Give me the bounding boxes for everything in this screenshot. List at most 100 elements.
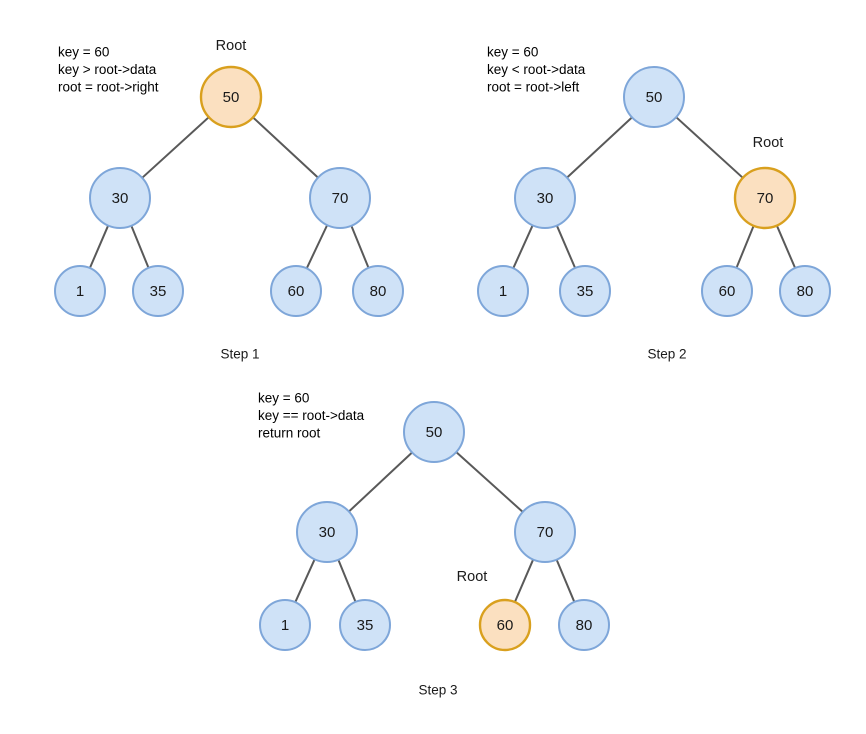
tree-edge-50-70 [455,451,524,513]
node-circle[interactable] [779,265,831,317]
tree-node-60[interactable]: 60 [701,265,753,317]
tree-edge-50-70 [675,116,744,179]
node-circle[interactable] [514,501,576,563]
node-circle[interactable] [309,167,371,229]
tree-node-35[interactable]: 35 [132,265,184,317]
pseudocode-line: key = 60 [258,391,309,406]
node-circle[interactable] [296,501,358,563]
pseudocode-block: key = 60 key == root->data return root [258,391,365,441]
node-value-label: 70 [537,524,554,541]
node-value-label: 30 [319,524,336,541]
node-circle-highlighted[interactable] [199,65,263,129]
tree-edge-30-35 [337,558,357,603]
node-group: 50 30 70 1 35 60 80 [259,401,610,652]
tree-node-50[interactable]: 50 [403,401,465,463]
pseudocode-line: return root [258,426,321,441]
tree-node-50[interactable]: 50 [199,65,263,129]
tree-edge-50-70 [252,116,319,179]
node-value-label: 35 [150,283,167,300]
node-group: 50 30 70 1 35 60 80 [54,65,404,317]
root-pointer-label: Root [457,569,488,585]
tree-node-35[interactable]: 35 [339,599,391,651]
node-value-label: 70 [757,190,774,207]
tree-edge-70-60 [513,558,535,604]
node-circle[interactable] [339,599,391,651]
tree-node-30[interactable]: 30 [296,501,358,563]
tree-edge-30-1 [88,224,110,270]
tree-edge-50-30 [566,116,633,179]
panel-step-2: 50 30 70 1 35 60 80 Root key = 60 key < root->dat… [477,45,831,362]
node-value-label: 30 [537,190,554,207]
node-group: 50 30 70 1 35 60 80 [477,66,831,317]
tree-edge-30-1 [512,224,534,270]
node-circle[interactable] [132,265,184,317]
pseudocode-line: key < root->data [487,62,586,77]
pseudocode-line: key > root->data [58,62,157,77]
node-circle[interactable] [558,599,610,651]
node-circle[interactable] [701,265,753,317]
node-circle[interactable] [477,265,529,317]
tree-node-1[interactable]: 1 [259,599,311,651]
tree-edge-30-35 [130,224,150,269]
tree-node-60[interactable]: 60 [478,598,532,652]
node-circle[interactable] [514,167,576,229]
node-value-label: 50 [223,89,240,106]
tree-node-30[interactable]: 30 [89,167,151,229]
node-value-label: 1 [499,283,507,300]
node-value-label: 35 [577,283,594,300]
tree-node-60[interactable]: 60 [270,265,322,317]
tree-edge-30-35 [555,224,577,270]
root-pointer-label: Root [216,38,247,54]
tree-edge-50-30 [141,116,210,179]
node-circle[interactable] [270,265,322,317]
node-circle[interactable] [89,167,151,229]
tree-node-70[interactable]: 70 [309,167,371,229]
tree-node-70[interactable]: 70 [514,501,576,563]
edge-group [294,451,576,604]
pseudocode-line: key == root->data [258,408,365,423]
node-circle-highlighted[interactable] [478,598,532,652]
node-value-label: 80 [576,617,593,634]
node-circle[interactable] [259,599,311,651]
node-circle[interactable] [559,265,611,317]
tree-node-80[interactable]: 80 [779,265,831,317]
node-circle[interactable] [352,265,404,317]
step-caption: Step 3 [418,683,457,698]
root-pointer-label: Root [753,135,784,151]
step-caption: Step 2 [647,347,686,362]
node-value-label: 30 [112,190,129,207]
tree-edge-70-60 [305,224,329,270]
node-value-label: 80 [370,283,387,300]
tree-node-1[interactable]: 1 [477,265,529,317]
edge-group [512,116,797,270]
pseudocode-line: key = 60 [487,45,538,60]
node-value-label: 80 [797,283,814,300]
node-value-label: 70 [332,190,349,207]
node-value-label: 60 [288,283,305,300]
node-value-label: 50 [646,89,663,106]
node-value-label: 50 [426,424,443,441]
tree-edge-70-80 [555,558,576,603]
tree-node-50[interactable]: 50 [623,66,685,128]
node-circle-highlighted[interactable] [733,166,797,230]
tree-edge-50-30 [347,451,414,513]
tree-node-80[interactable]: 80 [352,265,404,317]
tree-node-30[interactable]: 30 [514,167,576,229]
tree-edge-70-80 [350,224,370,269]
node-circle[interactable] [623,66,685,128]
node-circle[interactable] [54,265,106,317]
pseudocode-line: root = root->right [58,80,159,95]
node-circle[interactable] [403,401,465,463]
tree-node-80[interactable]: 80 [558,599,610,651]
edge-group [88,116,370,270]
tree-node-35[interactable]: 35 [559,265,611,317]
tree-node-1[interactable]: 1 [54,265,106,317]
tree-node-70[interactable]: 70 [733,166,797,230]
node-value-label: 1 [281,617,289,634]
tree-edge-70-80 [775,224,797,270]
